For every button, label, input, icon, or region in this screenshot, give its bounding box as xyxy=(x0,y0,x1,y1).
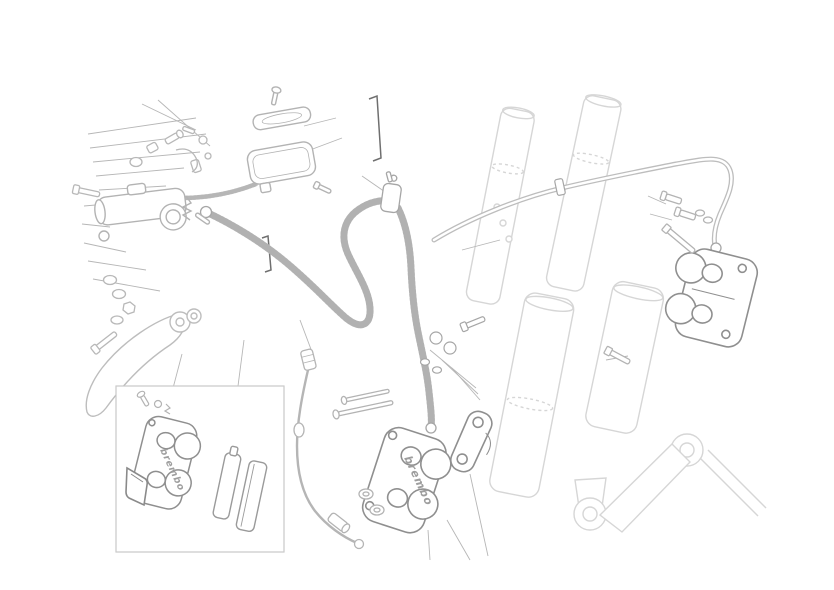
banjo-bolt-cluster xyxy=(419,316,486,374)
hose-clamp-block xyxy=(380,171,402,214)
small-fasteners-top xyxy=(71,125,212,198)
sensor-tip xyxy=(353,538,365,550)
nut xyxy=(129,156,143,168)
axle-bolt xyxy=(603,345,631,365)
outlet-banjo xyxy=(98,230,110,242)
group-bracket-reservoir xyxy=(368,94,382,162)
return-spring xyxy=(181,195,193,221)
speed-sensor-cable xyxy=(293,348,365,550)
brake-master-cylinder xyxy=(94,182,211,242)
mounting-bolt xyxy=(71,184,101,198)
pad-pin-bolt xyxy=(332,400,394,420)
pad-pin-bolt-short xyxy=(340,388,390,406)
pin xyxy=(182,125,196,135)
pushrod xyxy=(194,212,211,225)
bushing xyxy=(190,158,202,174)
front-brake-caliper-right xyxy=(664,248,759,348)
brake-hose-right xyxy=(431,156,734,254)
reservoir-cap xyxy=(252,106,312,131)
bleed-valve xyxy=(164,129,184,145)
brake-hose-main xyxy=(199,197,486,434)
inset-detail-box: brembo xyxy=(115,385,285,553)
brake-pad-inner xyxy=(235,460,268,532)
inset-bleed-screw-parts xyxy=(136,390,171,415)
reservoir-tank xyxy=(246,141,317,194)
caliper-bolts-right xyxy=(603,190,714,365)
inset-pad-spring-bracket xyxy=(125,466,148,507)
front-fork-leg-left xyxy=(465,106,607,531)
washer xyxy=(198,135,208,145)
cable-grommet xyxy=(293,422,305,438)
fluid-reservoir xyxy=(246,86,332,194)
lever-bracket xyxy=(175,148,198,173)
clamp-screw xyxy=(385,171,393,183)
washer-stack-left xyxy=(90,274,136,355)
brake-pad-outer xyxy=(212,445,242,520)
banjo-fitting-lower xyxy=(425,422,437,434)
brake-lever xyxy=(85,308,202,417)
sensor-connector xyxy=(300,348,317,371)
clamp-bolt xyxy=(90,331,118,355)
washer-small xyxy=(204,152,212,160)
spacer xyxy=(146,141,159,154)
caliper-mounting-bracket xyxy=(450,410,493,473)
front-fork-assembly xyxy=(465,94,767,533)
reservoir-screw xyxy=(270,86,282,106)
front-fork-leg-right xyxy=(545,94,767,533)
hex-nut xyxy=(122,301,136,315)
brake-pads xyxy=(212,445,268,532)
caliper-long-bolt xyxy=(661,223,696,254)
reservoir-bolt xyxy=(312,180,332,194)
banjo-fitting-upper xyxy=(199,205,213,219)
front-brake-caliper-center xyxy=(361,426,452,534)
caliper-hardware-center xyxy=(327,388,394,534)
hose-clip xyxy=(554,178,566,196)
hose-end-fitting xyxy=(327,512,351,534)
